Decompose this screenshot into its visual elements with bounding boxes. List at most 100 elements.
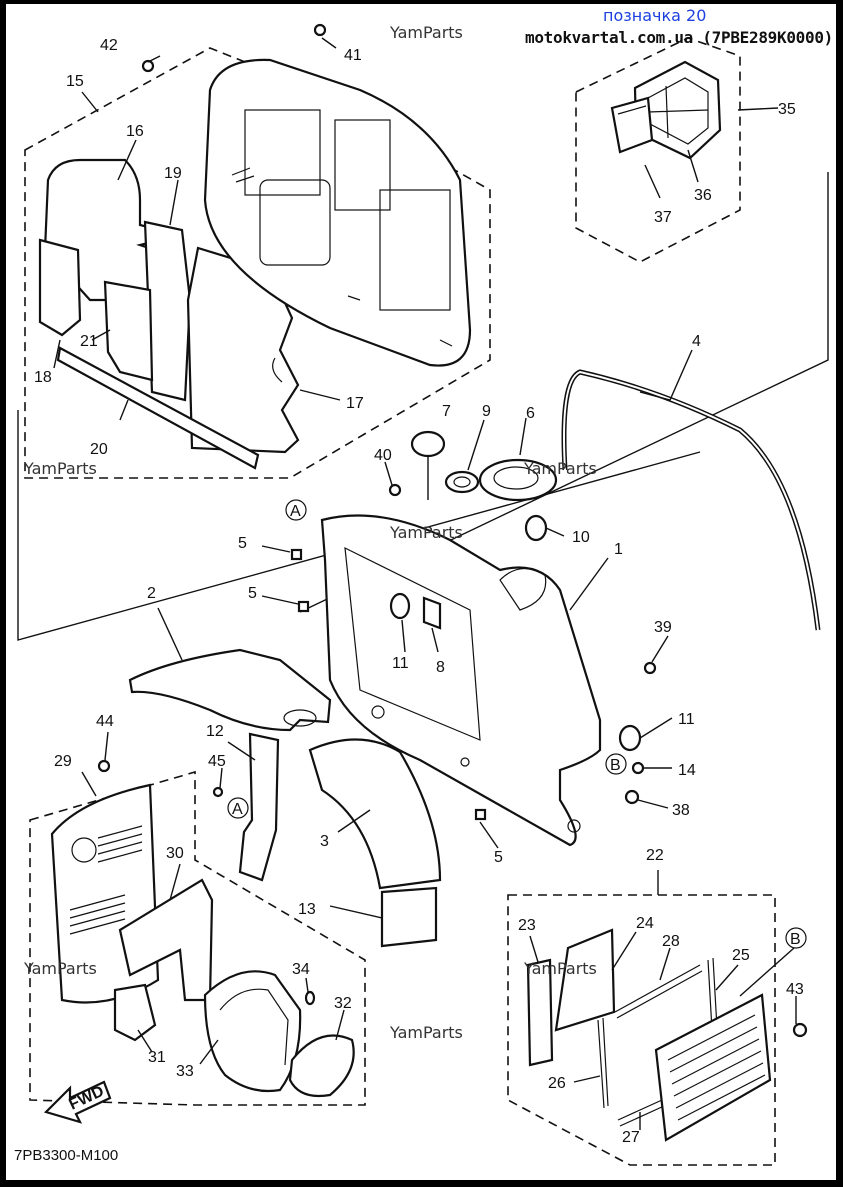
part-12-strip (238, 732, 280, 882)
label-part-21: 21 (80, 333, 98, 350)
label-part-20: 20 (90, 441, 108, 458)
watermark: YamParts (389, 523, 463, 542)
label-part-10: 10 (572, 529, 590, 546)
part-23-strip (526, 958, 554, 1067)
label-part-41: 41 (344, 47, 362, 64)
group-box-panel-15 (24, 47, 491, 479)
part-6-cap-ring (478, 458, 558, 502)
label-part-17: 17 (346, 395, 364, 412)
part-28-rod (614, 964, 703, 1019)
part-30-bracket (118, 878, 214, 1002)
label-part-13: 13 (298, 901, 316, 918)
part-7-disc (410, 430, 446, 500)
label-part-23: 23 (518, 917, 536, 934)
label-part-19: 19 (164, 165, 182, 182)
label-part-22: 22 (646, 847, 664, 864)
watermarks: YamParts YamParts YamParts YamParts YamP… (23, 23, 597, 1042)
label-part-42: 42 (100, 37, 118, 54)
label-part-26: 26 (548, 1075, 566, 1092)
group-box-filter-35 (575, 37, 741, 263)
part-4-seal (561, 369, 821, 631)
part-18-pad (38, 238, 82, 337)
part-2-cover (128, 648, 332, 732)
label-part-3: 3 (320, 833, 329, 850)
part-labels: 1 2 3 4 5 5 5 6 7 8 9 10 11 11 12 13 14 … (34, 37, 804, 1146)
part-32-cover (288, 1034, 355, 1098)
label-part-25: 25 (732, 947, 750, 964)
assembly-outline (17, 410, 701, 641)
label-part-38: 38 (672, 802, 690, 819)
label-part-34: 34 (292, 961, 310, 978)
part-13-block (380, 886, 438, 948)
label-part-39: 39 (654, 619, 672, 636)
part-11-grommet-left (389, 592, 411, 620)
label-part-24: 24 (636, 915, 654, 932)
label-part-43: 43 (786, 981, 804, 998)
label-part-30: 30 (166, 845, 184, 862)
label-part-4: 4 (692, 333, 701, 350)
label-part-14: 14 (678, 762, 696, 779)
header-source: motokvartal.com.ua (7PBE289K0000) (525, 28, 833, 47)
label-part-40: 40 (374, 447, 392, 464)
label-part-5-upper: 5 (238, 535, 247, 552)
assembly-outline-right (299, 172, 829, 613)
watermark: YamParts (23, 959, 97, 978)
fwd-arrow: FWD (43, 1080, 112, 1124)
label-part-18: 18 (34, 369, 52, 386)
label-part-37: 37 (654, 209, 672, 226)
part-11-grommet-right (618, 724, 642, 752)
header-title: позначка 20 (603, 6, 707, 25)
label-part-7: 7 (442, 403, 451, 420)
label-part-11-right: 11 (678, 711, 695, 728)
label-part-29: 29 (54, 753, 72, 770)
ref-markers: A A B B (227, 499, 807, 949)
fasteners (97, 23, 808, 1038)
label-part-2: 2 (147, 585, 156, 602)
label-part-33: 33 (176, 1063, 194, 1080)
part-25-rod (707, 957, 718, 1031)
part-24-pad (554, 928, 616, 1032)
part-3-shell (308, 738, 442, 890)
watermark: YamParts (389, 1023, 463, 1042)
label-part-16: 16 (126, 123, 144, 140)
diagram-code: 7PB3300-M100 (14, 1147, 118, 1164)
part-20-bar (56, 346, 260, 470)
group-boxes (17, 37, 829, 1166)
label-part-31: 31 (148, 1049, 166, 1066)
label-part-12: 12 (206, 723, 224, 740)
part-9-gasket (444, 470, 480, 494)
part-10-grommet (524, 514, 548, 542)
part-27-rod (617, 1099, 665, 1127)
part-33-housing (203, 970, 302, 1093)
ref-a-top: A (290, 503, 301, 520)
part-1-housing (320, 514, 602, 847)
watermark: YamParts (23, 459, 97, 478)
label-part-8: 8 (436, 659, 445, 676)
part-26-rod (597, 1017, 609, 1109)
label-part-1: 1 (614, 541, 623, 558)
label-part-5-lower: 5 (494, 849, 503, 866)
label-part-27: 27 (622, 1129, 640, 1146)
watermark: YamParts (523, 959, 597, 978)
label-part-6: 6 (526, 405, 535, 422)
label-part-28: 28 (662, 933, 680, 950)
group-box-panel-29 (29, 770, 366, 1106)
label-part-9: 9 (482, 403, 491, 420)
ref-a-left: A (232, 801, 243, 818)
label-part-36: 36 (694, 187, 712, 204)
watermark: YamParts (389, 23, 463, 42)
label-part-32: 32 (334, 995, 352, 1012)
leader-lines (53, 37, 797, 1130)
part-43-grille (654, 993, 772, 1142)
label-part-15: 15 (66, 73, 84, 90)
part-15-cover (203, 58, 472, 367)
label-part-44: 44 (96, 713, 114, 730)
watermark: YamParts (523, 459, 597, 478)
label-part-35: 35 (778, 101, 796, 118)
part-37-element (610, 96, 654, 154)
part-21-pad (103, 280, 154, 382)
label-part-5-middle: 5 (248, 585, 257, 602)
part-31-block (113, 983, 157, 1042)
label-part-45: 45 (208, 753, 226, 770)
